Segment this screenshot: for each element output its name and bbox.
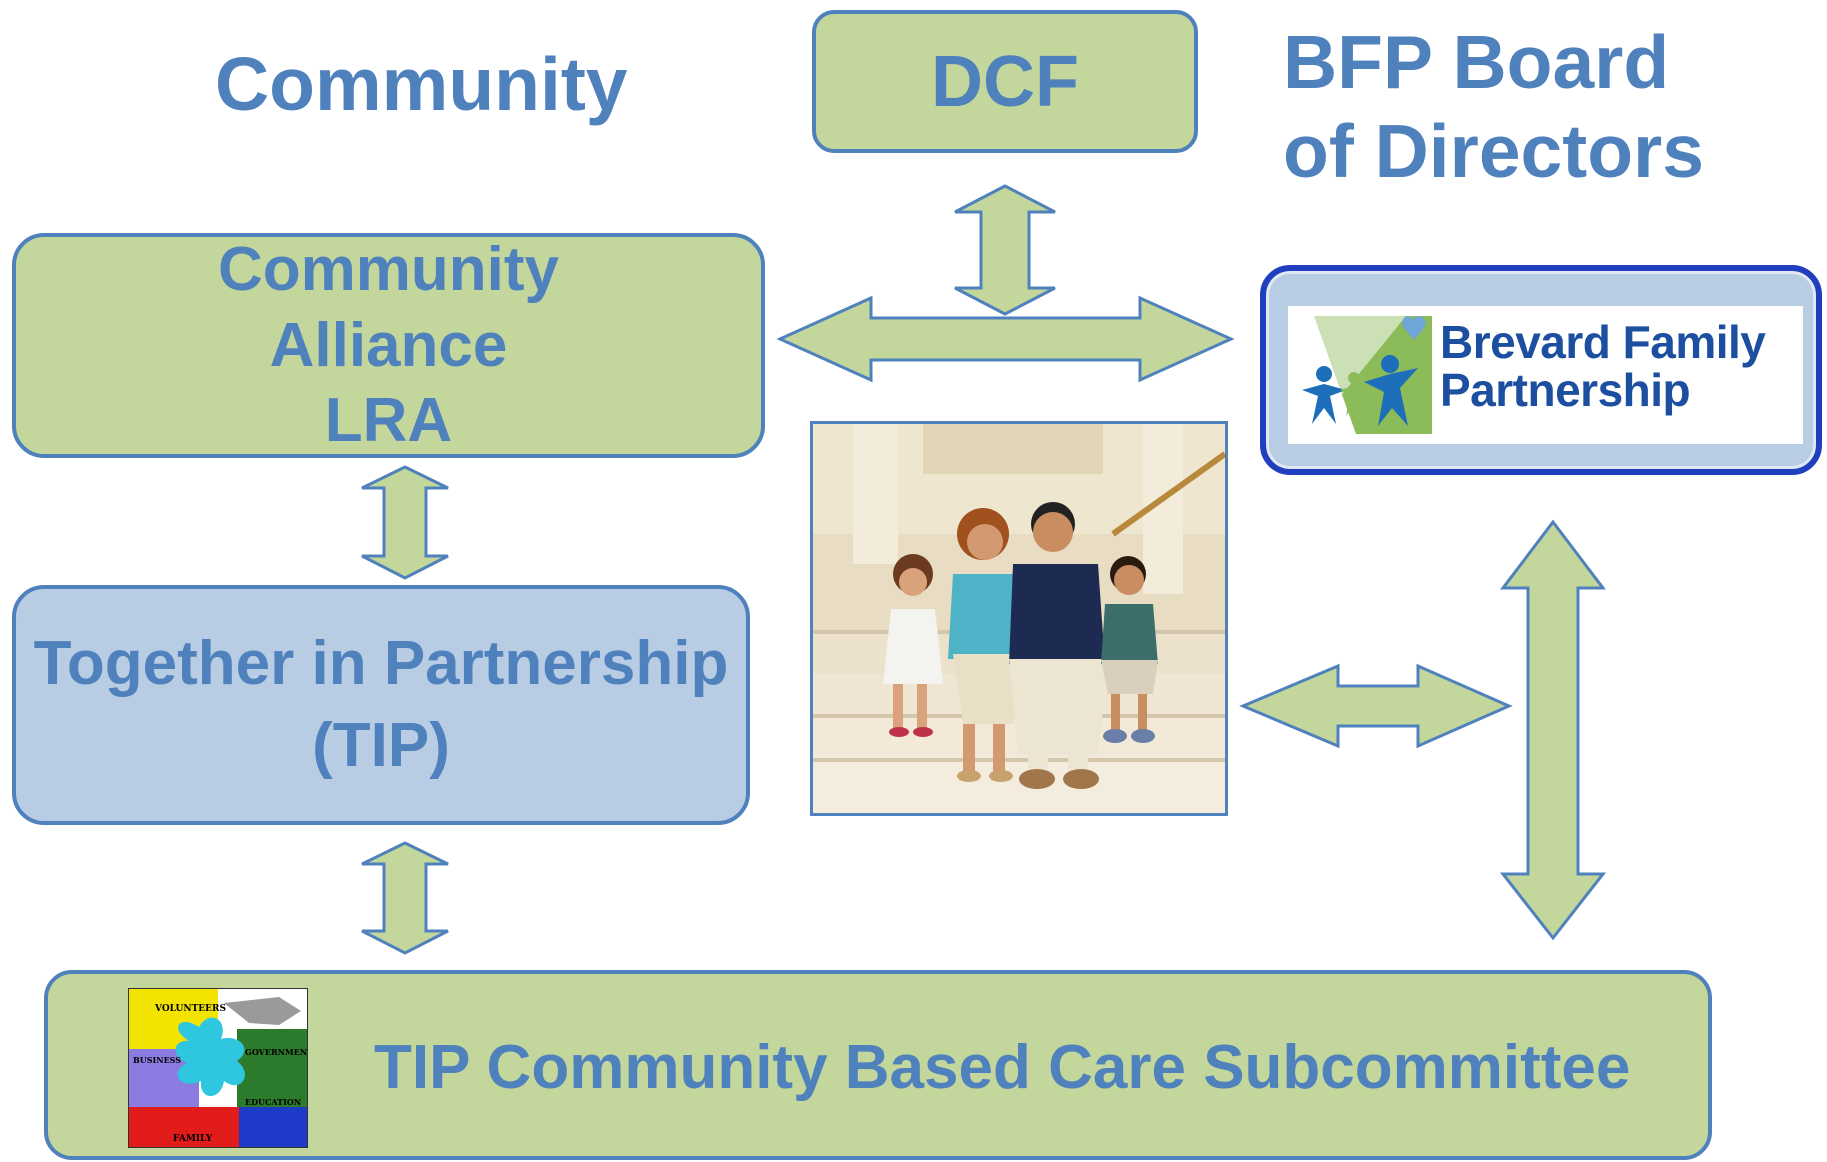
arrow-alliance-tip xyxy=(361,465,449,580)
dcf-box: DCF xyxy=(812,10,1198,153)
bfp-logo-line2: Partnership xyxy=(1440,364,1691,417)
community-alliance-box: Community Alliance LRA xyxy=(12,233,765,458)
bfp-board-heading: BFP Board of Directors xyxy=(1283,18,1704,195)
puzzle-label-education: EDUCATION xyxy=(245,1097,301,1107)
puzzle-label-family: FAMILY xyxy=(173,1134,213,1144)
puzzle-logo: VOLUNTEERS GOVERNMENT BUSINESS EDUCATION… xyxy=(128,988,313,1148)
bfp-logo: Brevard Family Partnership xyxy=(1288,306,1803,444)
arrow-alliance-bfp xyxy=(776,295,1235,383)
bfp-logo-text: Brevard Family Partnership xyxy=(1440,316,1766,417)
puzzle-label-government: GOVERNMENT xyxy=(245,1047,307,1057)
alliance-line2: Alliance xyxy=(269,310,508,380)
tip-line1: Together in Partnership xyxy=(33,629,729,699)
family-photo xyxy=(810,421,1228,816)
subcommittee-label: TIP Community Based Care Subcommittee xyxy=(374,1033,1631,1102)
tip-subcommittee-box: VOLUNTEERS GOVERNMENT BUSINESS EDUCATION… xyxy=(44,970,1712,1160)
family-photo-illustration xyxy=(813,424,1225,813)
arrow-dcf-vertical xyxy=(954,184,1056,316)
bfp-board-line1: BFP Board xyxy=(1283,20,1670,104)
community-heading: Community xyxy=(215,42,628,126)
arrow-tip-subcommittee xyxy=(361,841,449,955)
arrow-photo-bfp xyxy=(1239,663,1513,749)
puzzle-label-volunteers: VOLUNTEERS xyxy=(154,1004,226,1014)
bfp-board-line2: of Directors xyxy=(1283,108,1704,193)
tip-box: Together in Partnership (TIP) xyxy=(12,585,750,825)
bfp-logo-box: Brevard Family Partnership xyxy=(1260,265,1822,475)
bfp-logo-line1: Brevard Family xyxy=(1440,316,1766,368)
dcf-label: DCF xyxy=(931,41,1079,122)
arrow-bfp-subcommittee xyxy=(1499,519,1607,941)
alliance-line3: LRA xyxy=(324,386,453,456)
puzzle-logo-illustration: VOLUNTEERS GOVERNMENT BUSINESS EDUCATION… xyxy=(129,989,313,1147)
alliance-line1: Community xyxy=(218,235,559,305)
puzzle-label-business: BUSINESS xyxy=(133,1055,181,1065)
bfp-people-icon xyxy=(1302,316,1432,434)
tip-line2: (TIP) xyxy=(312,711,450,780)
